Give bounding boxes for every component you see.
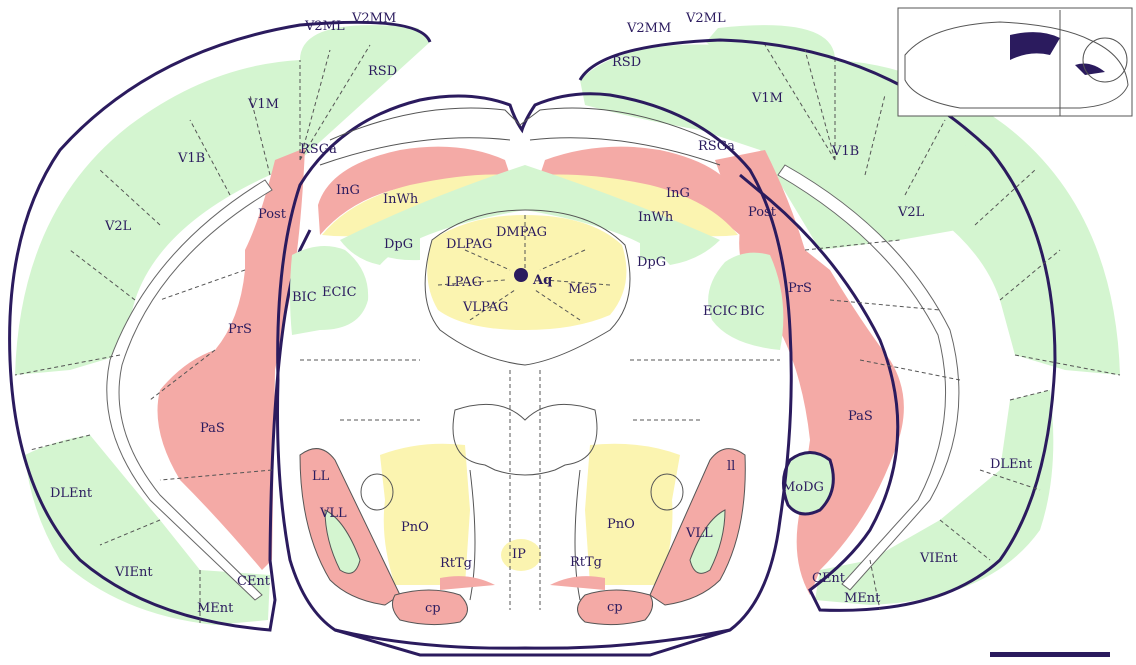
label-ll-right: ll <box>727 459 735 474</box>
label-inwh-left: InWh <box>383 192 419 207</box>
bic-ecic-right <box>708 253 783 350</box>
label-bic-right: BIC <box>740 304 765 319</box>
label-dlpag: DLPAG <box>446 237 492 252</box>
aqueduct <box>514 268 528 282</box>
label-v1m-left: V1M <box>247 97 279 112</box>
label-ip: IP <box>512 547 526 562</box>
label-cent-left: CEnt <box>237 574 271 589</box>
label-cp-right: cp <box>607 600 623 615</box>
label-dpg-left: DpG <box>384 237 413 252</box>
label-pno-left: PnO <box>401 520 429 535</box>
label-ecic-right: ECIC <box>703 304 738 319</box>
label-prs-left: PrS <box>228 322 252 337</box>
label-me5: Me5 <box>568 282 597 297</box>
label-prs-right: PrS <box>788 281 812 296</box>
label-v2ml-left: V2ML <box>304 19 345 34</box>
label-ing-right: InG <box>666 186 690 201</box>
label-cp-left: cp <box>425 601 441 616</box>
label-rsga-left: RSGa <box>300 142 337 157</box>
label-v1b-right: V1B <box>831 144 859 159</box>
label-dlent-right: DLEnt <box>990 457 1033 472</box>
label-rsd-left: RSD <box>368 64 397 79</box>
label-v2l-right: V2L <box>897 205 925 220</box>
label-ll-left: LL <box>312 469 330 484</box>
label-ment-right: MEnt <box>844 591 881 606</box>
label-v1b-left: V1B <box>177 151 205 166</box>
label-post-left: Post <box>258 207 287 222</box>
label-v2mm-right: V2MM <box>626 21 671 36</box>
label-v2l-left: V2L <box>104 219 132 234</box>
label-v1m-right: V1M <box>751 91 783 106</box>
label-ing-left: InG <box>336 183 360 198</box>
label-ecic-left: ECIC <box>322 285 357 300</box>
label-vient-right: VIEnt <box>919 551 958 566</box>
label-vient-left: VIEnt <box>114 565 153 580</box>
label-rttg-left: RtTg <box>440 556 472 571</box>
label-inwh-right: InWh <box>638 210 674 225</box>
label-dmpag: DMPAG <box>496 225 547 240</box>
label-ment-left: MEnt <box>197 601 234 616</box>
label-vlpag: VLPAG <box>462 300 508 315</box>
label-lpag: LPAG <box>446 275 482 290</box>
label-bic-left: BIC <box>292 290 317 305</box>
label-aq: Aq <box>532 273 552 288</box>
sagittal-inset <box>898 8 1132 116</box>
label-cent-right: CEnt <box>812 571 846 586</box>
brainstem <box>278 94 792 655</box>
label-dlent-left: DLEnt <box>50 486 93 501</box>
label-v2mm-left: V2MM <box>351 11 396 26</box>
label-modg-right: MoDG <box>782 480 824 495</box>
label-vll-right: VLL <box>685 526 713 541</box>
label-pas-right: PaS <box>848 409 873 424</box>
scale-bar <box>990 652 1110 657</box>
label-v2ml-right: V2ML <box>685 11 726 26</box>
label-pno-right: PnO <box>607 517 635 532</box>
label-rsga-right: RSGa <box>698 139 735 154</box>
label-dpg-right: DpG <box>637 255 666 270</box>
label-pas-left: PaS <box>200 421 225 436</box>
rttg-left-red <box>440 576 495 590</box>
label-vll-left: VLL <box>319 506 347 521</box>
label-rttg-right: RtTg <box>570 555 602 570</box>
label-rsd-right: RSD <box>612 55 641 70</box>
label-post-right: Post <box>748 205 777 220</box>
